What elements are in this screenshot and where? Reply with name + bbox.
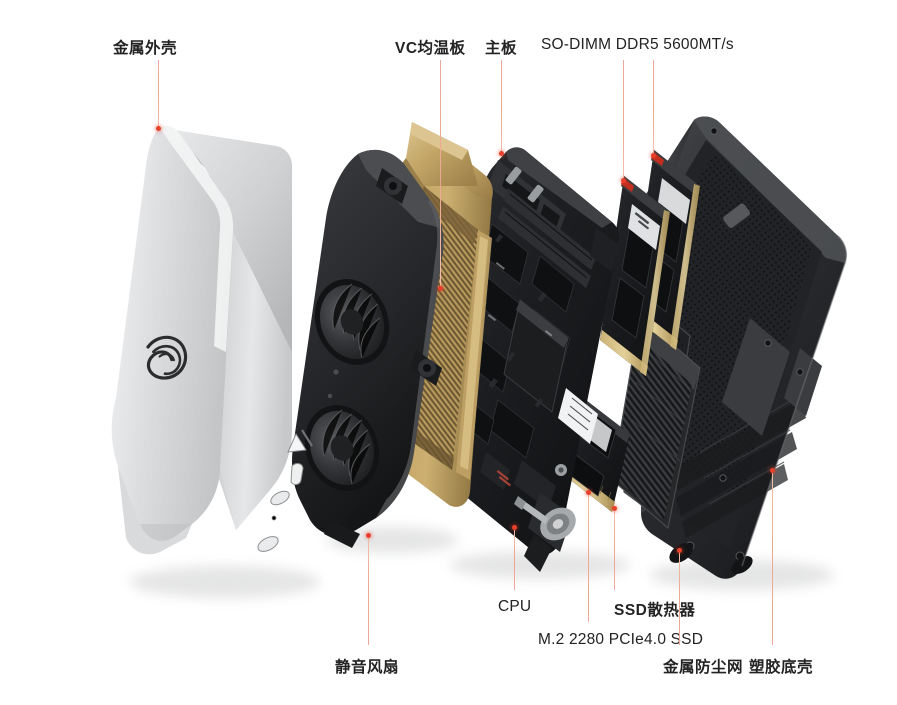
callout-label-cpu: CPU [498,598,532,615]
leader-line-cpu [514,527,516,590]
part-metal-case [111,126,313,555]
anchor-dot-ssd-heatsink [611,505,617,511]
leader-line-so-dimm-memory-2 [653,60,655,155]
anchor-dot-vc-vapor-chamber [437,285,443,291]
leader-line-metal-case [158,60,160,128]
callout-label-m2-ssd: M.2 2280 PCIe4.0 SSD [538,631,704,648]
anchor-dot-so-dimm-memory-1 [620,177,626,183]
anchor-dot-metal-case [155,125,161,131]
callout-label-so-dimm-memory: SO-DIMM DDR5 5600MT/s [541,36,734,53]
fan-impellers [304,279,390,491]
leader-line-silent-fan [368,535,370,645]
case-ports [257,429,313,552]
part-plastic-bottom-shell [640,116,848,579]
dimm-slots [498,188,596,288]
anchor-dot-silent-fan [365,532,371,538]
leader-line-motherboard [501,60,503,153]
so-dimm-module-1 [600,176,670,376]
part-silent-fan [292,149,444,548]
leader-line-metal-dust-mesh [679,550,681,645]
leader-line-m2-ssd [588,492,590,622]
leader-line-so-dimm-memory-1 [623,60,625,180]
part-cpu [514,492,576,572]
anchor-dot-so-dimm-memory-2 [650,152,656,158]
part-so-dimm-memory [600,150,700,376]
callout-label-motherboard: 主板 [485,40,518,57]
anchor-dot-plastic-bottom-shell [769,467,775,473]
anchor-dot-m2-ssd [585,489,591,495]
anchor-dot-metal-dust-mesh [676,547,682,553]
leader-line-vc-vapor-chamber [440,60,442,288]
part-motherboard [460,147,620,572]
leader-line-ssd-heatsink [614,508,616,590]
brand-logo-icon [146,335,188,380]
callout-label-ssd-heatsink: SSD散热器 [614,602,696,619]
ground-shadow [130,527,834,598]
callout-label-plastic-bottom-shell: 塑胶底壳 [749,659,814,676]
callout-label-metal-dust-mesh: 金属防尘网 [663,659,744,676]
vent-ridges [672,397,806,538]
anchor-dot-motherboard [498,150,504,156]
callout-label-silent-fan: 静音风扇 [335,659,400,676]
callout-label-metal-case: 金属外壳 [113,40,178,57]
callout-label-vc-vapor-chamber: VC均温板 [395,40,466,57]
anchor-dot-cpu [511,524,517,530]
leader-line-plastic-bottom-shell [772,470,774,645]
